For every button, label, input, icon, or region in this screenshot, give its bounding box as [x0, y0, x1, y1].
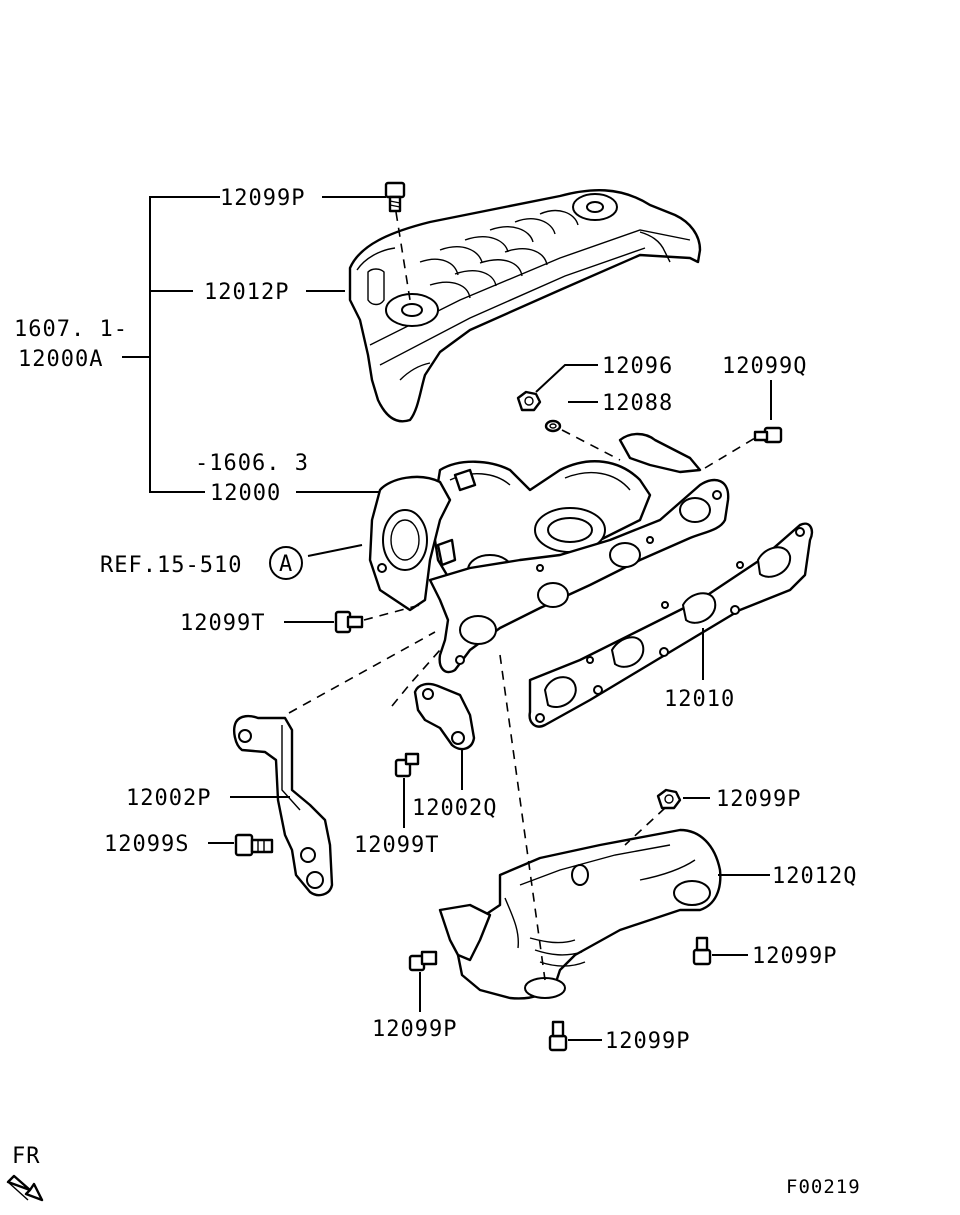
label-range-1606: -1606. 3: [195, 451, 309, 476]
label-12012P: 12012P: [204, 280, 289, 305]
upper-heat-protector: [348, 189, 702, 423]
label-12010: 12010: [664, 687, 735, 712]
front-direction-arrow-icon: [6, 1174, 44, 1202]
front-label: FR: [12, 1144, 41, 1169]
label-ref: REF.15-510: [100, 553, 242, 578]
label-12099T-mid: 12099T: [354, 833, 439, 858]
bracket-12002P: [233, 714, 334, 897]
manifold-gasket: [528, 522, 814, 728]
washer-icon: [544, 419, 562, 433]
label-12099P-top: 12099P: [220, 186, 305, 211]
label-12096: 12096: [602, 354, 673, 379]
bolt-icon: [384, 181, 406, 213]
bolt-icon: [656, 788, 682, 810]
label-12012Q: 12012Q: [772, 864, 857, 889]
label-group-a-top: 1607. 1-: [14, 317, 128, 342]
label-12000: 12000: [210, 481, 281, 506]
label-12088: 12088: [602, 391, 673, 416]
label-12099P-bottom: 12099P: [605, 1029, 690, 1054]
label-12099S: 12099S: [104, 832, 189, 857]
bolt-icon: [394, 752, 420, 778]
bolt-icon: [753, 426, 783, 444]
bolt-icon: [548, 1020, 568, 1052]
bracket-12002Q: [413, 682, 476, 751]
group-bracket: [122, 196, 220, 493]
bolt-icon: [408, 950, 438, 972]
label-12099Q: 12099Q: [722, 354, 807, 379]
label-12099P-bottom-left: 12099P: [372, 1017, 457, 1042]
bolt-icon: [234, 833, 274, 857]
label-12002Q: 12002Q: [412, 796, 497, 821]
exhaust-manifold: [368, 432, 730, 674]
label-12099P-right2: 12099P: [752, 944, 837, 969]
label-12002P: 12002P: [126, 786, 211, 811]
bolt-icon: [692, 936, 712, 966]
bolt-icon: [334, 610, 364, 634]
label-12099T-left: 12099T: [180, 611, 265, 636]
figure-code: F00219: [786, 1176, 861, 1198]
nut-icon: [516, 390, 542, 412]
ref-circle: [269, 546, 303, 580]
lower-heat-protector: [438, 828, 722, 1000]
label-12099P-right1: 12099P: [716, 787, 801, 812]
label-group-a-bottom: 12000A: [18, 347, 103, 372]
label-ref-circle: A: [279, 552, 293, 577]
